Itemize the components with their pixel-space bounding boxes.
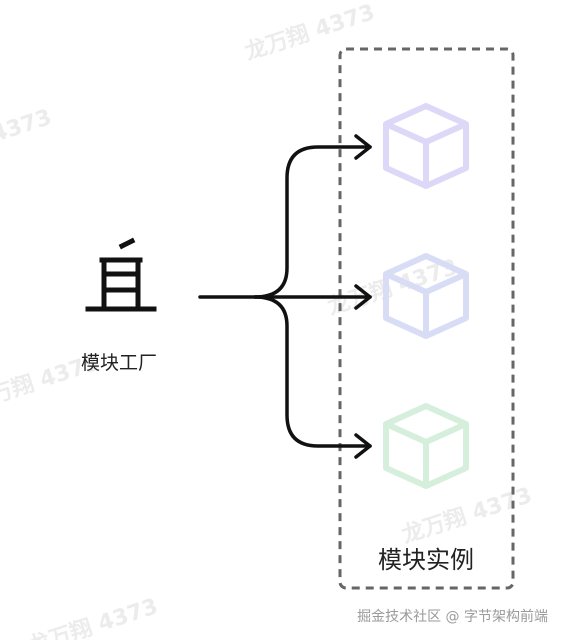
cube-icon <box>383 403 469 489</box>
arrow-branch-top <box>253 145 372 299</box>
watermark-1: 龙万翔 4373 <box>0 104 55 170</box>
watermark-5: 龙万翔 4373 <box>25 593 161 640</box>
factory-tower-icon <box>85 237 157 312</box>
arrowhead-top <box>354 134 372 160</box>
watermark-6: 龙万翔 4373 <box>399 482 535 548</box>
watermark-2: 龙万翔 4373 <box>242 0 378 66</box>
cube-icon <box>383 103 469 189</box>
arrowhead-middle <box>354 284 372 310</box>
instance-container <box>338 47 515 590</box>
cube-icon <box>383 253 469 339</box>
container-label: 模块实例 <box>378 546 474 574</box>
factory-label: 模块工厂 <box>81 352 157 374</box>
arrow-branch-bottom <box>253 295 372 448</box>
arrowhead-bottom <box>354 433 372 459</box>
footer-credit: 掘金技术社区 @ 字节架构前端 <box>357 608 548 625</box>
branch-arrows <box>198 134 372 459</box>
